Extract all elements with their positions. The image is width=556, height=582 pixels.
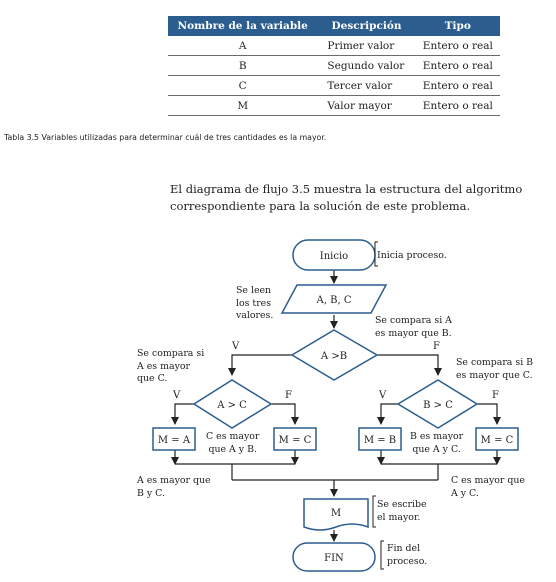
left-false-label: F — [285, 390, 292, 401]
input-note-line: valores. — [236, 310, 274, 321]
assign-mc-right-box — [475, 427, 519, 451]
assign-mc-right-label: M = C — [481, 435, 514, 446]
left-compare-note: Se compara si A es mayor que C. — [137, 348, 204, 386]
cell-type: Entero o real — [415, 55, 500, 76]
input-note-line: los tres — [236, 297, 272, 309]
note-line: que C. — [137, 373, 168, 384]
note-line: que A y C. — [412, 443, 461, 455]
main-true-label: V — [231, 341, 240, 352]
note-line: Se compara si A — [375, 315, 452, 326]
cell-variable: B — [168, 55, 318, 76]
cell-type: Entero o real — [415, 75, 500, 96]
mid-right-note: B es mayor que A y C. — [410, 431, 463, 456]
cell-variable: M — [168, 95, 318, 116]
note-line: B y C. — [137, 487, 165, 499]
cell-description: Valor mayor — [317, 95, 416, 116]
table-header-row: Nombre de la variable Descripción Tipo — [168, 16, 500, 36]
arrow-right-false — [477, 403, 501, 425]
arrow-right-true — [377, 403, 398, 425]
start-note-bracket — [374, 241, 378, 267]
bottom-left-note: A es mayor que B y C. — [137, 475, 211, 500]
cell-description: Tercer valor — [317, 75, 416, 96]
left-true-label: V — [172, 390, 181, 401]
note-line: Se compara si B — [456, 357, 534, 368]
end-note: Fin del proceso. — [387, 543, 427, 568]
output-note: Se escribe el mayor. — [377, 499, 427, 524]
cell-variable: C — [168, 75, 318, 96]
arrow-left-false — [271, 403, 299, 425]
table-row: M Valor mayor Entero o real — [168, 95, 500, 116]
note-line: B es mayor — [410, 431, 464, 442]
note-line: el mayor. — [377, 511, 421, 523]
note-line: es mayor que C. — [456, 369, 533, 381]
cell-description: Segundo valor — [317, 55, 416, 76]
note-line: Fin del — [387, 543, 421, 554]
output-label: M — [331, 508, 341, 519]
decision-right — [396, 379, 479, 429]
arrow-main-true — [228, 354, 292, 376]
note-line: es mayor que B. — [375, 327, 452, 339]
assign-ma-label: M = A — [158, 435, 191, 446]
note-line: Se compara si — [137, 348, 205, 359]
decision-left — [192, 379, 273, 429]
bottom-right-note: C es mayor que A y C. — [451, 475, 525, 500]
mid-left-note: C es mayor que A y B. — [206, 431, 259, 456]
note-line: proceso. — [387, 555, 428, 567]
table-caption: Tabla 3.5 Variables utilizadas para dete… — [4, 133, 327, 142]
cell-description: Primer valor — [317, 36, 416, 56]
header-variable-name: Nombre de la variable — [168, 16, 318, 36]
note-line: A y C. — [451, 487, 479, 499]
table-row: A Primer valor Entero o real — [168, 36, 500, 56]
decision-main-note: Se compara si A es mayor que B. — [375, 315, 452, 340]
cell-variable: A — [168, 36, 318, 56]
end-note-bracket — [380, 540, 384, 570]
end-label: FIN — [324, 553, 344, 564]
arrow-main-false — [377, 354, 442, 376]
end-terminal — [292, 542, 376, 572]
note-line: que A y B. — [208, 443, 257, 455]
right-false-label: F — [492, 390, 499, 401]
header-type: Tipo — [415, 16, 500, 36]
right-compare-note: Se compara si B es mayor que C. — [456, 357, 533, 382]
assign-mb-label: M = B — [364, 435, 396, 446]
note-line: C es mayor que — [451, 475, 525, 486]
note-line: Se escribe — [377, 499, 427, 510]
start-note: Inicia proceso. — [377, 250, 447, 261]
note-line: A es mayor que — [137, 475, 211, 486]
decision-main-label: A >B — [320, 351, 347, 362]
output-document — [303, 498, 369, 531]
decision-left-label: A > C — [216, 400, 247, 411]
table-row: B Segundo valor Entero o real — [168, 55, 500, 76]
main-false-label: F — [433, 341, 440, 352]
input-parallelogram — [280, 284, 388, 314]
right-true-label: V — [378, 390, 387, 401]
intro-paragraph: El diagrama de flujo 3.5 muestra la estr… — [170, 182, 523, 213]
cell-type: Entero o real — [415, 36, 500, 56]
assign-mb-box — [358, 427, 402, 451]
note-line: A es mayor — [137, 360, 190, 372]
note-line: C es mayor — [206, 431, 260, 442]
assign-mc-left-label: M = C — [279, 435, 312, 446]
arrow-left-true — [171, 403, 194, 425]
table-row: C Tercer valor Entero o real — [168, 75, 500, 96]
output-note-bracket — [372, 495, 376, 528]
decision-right-label: B > C — [423, 400, 453, 411]
header-description: Descripción — [317, 16, 416, 36]
start-label: Inicio — [320, 251, 348, 262]
connectors — [171, 270, 501, 542]
input-note: Se leen los tres valores. — [236, 285, 273, 323]
cell-type: Entero o real — [415, 95, 500, 116]
assign-mc-left-box — [273, 427, 317, 451]
input-note-line: Se leen — [236, 285, 272, 296]
variables-table: Nombre de la variable Descripción Tipo A… — [168, 16, 500, 116]
decision-main — [290, 329, 379, 381]
assign-ma-box — [152, 427, 196, 451]
input-label: A, B, C — [316, 295, 352, 306]
